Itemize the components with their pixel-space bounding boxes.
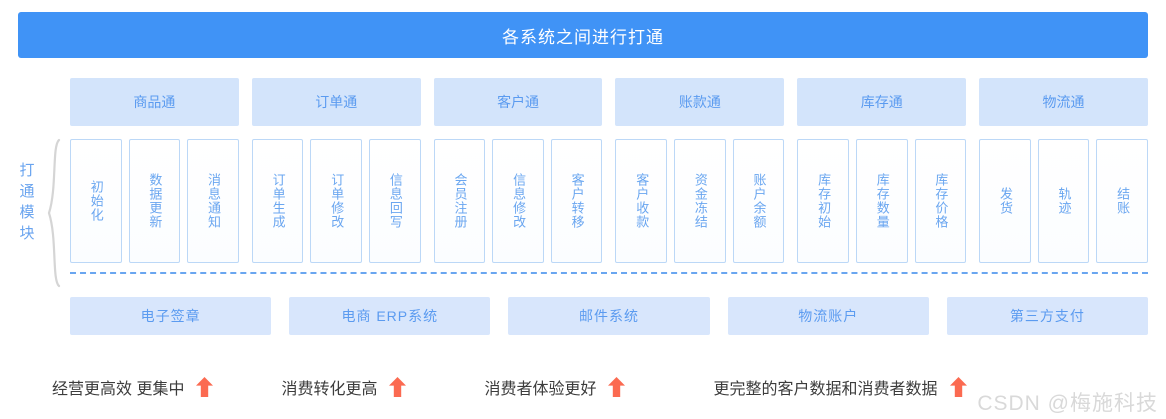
module-card-label: 账户余额	[751, 173, 767, 229]
module-card-label: 客户转移	[569, 173, 585, 229]
module-card-label: 订单生成	[270, 173, 286, 229]
group-cards: 会员注册 信息修改 客户转移	[433, 139, 603, 263]
module-card[interactable]: 库存初始	[797, 139, 849, 263]
module-card[interactable]: 发货	[979, 139, 1031, 263]
system-box-label: 邮件系统	[579, 308, 639, 324]
module-card[interactable]: 结账	[1096, 139, 1148, 263]
benefit-label: 经营更高效 更集中	[52, 381, 185, 398]
module-card[interactable]: 库存数量	[855, 139, 908, 263]
module-card-label: 信息回写	[387, 173, 403, 229]
module-card[interactable]: 客户收款	[615, 139, 668, 263]
group-zhangkuantong: 账款通 客户收款 资金冻结 账户余额	[615, 78, 785, 263]
group-header-label: 库存通	[860, 94, 903, 110]
group-cards: 发货 轨迹 结账	[979, 139, 1148, 263]
module-card[interactable]: 轨迹	[1037, 139, 1090, 263]
group-header[interactable]: 物流通	[979, 78, 1148, 126]
module-card-label: 信息修改	[511, 173, 527, 229]
dashed-divider	[70, 272, 1148, 274]
group-header-label: 客户通	[497, 94, 540, 110]
system-box-label: 第三方支付	[1009, 308, 1085, 324]
benefit-item: 消费转化更高	[281, 375, 407, 399]
curly-brace-icon	[47, 138, 61, 288]
module-card[interactable]: 初始化	[70, 139, 122, 263]
group-header-label: 账款通	[678, 94, 721, 110]
module-card[interactable]: 消息通知	[187, 139, 239, 263]
benefit-item: 经营更高效 更集中	[52, 375, 214, 399]
title-banner: 各系统之间进行打通	[18, 12, 1148, 58]
section-label-char-0: 打	[19, 162, 35, 179]
system-box[interactable]: 电子签章	[70, 297, 272, 335]
group-header[interactable]: 库存通	[797, 78, 967, 126]
group-wuliutong: 物流通 发货 轨迹 结账	[979, 78, 1148, 263]
module-card[interactable]: 账户余额	[732, 139, 785, 263]
benefit-label: 更完整的客户数据和消费者数据	[713, 381, 938, 398]
benefit-item: 更完整的客户数据和消费者数据	[713, 375, 967, 399]
systems-row: 电子签章 电商 ERP系统 邮件系统 物流账户 第三方支付	[70, 297, 1149, 335]
watermark: CSDN @梅施科技	[977, 392, 1158, 415]
group-cards: 客户收款 资金冻结 账户余额	[615, 139, 785, 263]
module-card-label: 会员注册	[452, 173, 468, 229]
benefits-row: 经营更高效 更集中 消费转化更高 消费者体验更好 更完整的客户数据和消费者数据	[52, 375, 1152, 399]
group-kucuntong: 库存通 库存初始 库存数量 库存价格	[797, 78, 967, 263]
module-card-label: 库存初始	[816, 173, 832, 229]
module-card[interactable]: 订单修改	[310, 139, 363, 263]
groups-row: 商品通 初始化 数据更新 消息通知 订单通 订单生成	[70, 78, 1148, 263]
module-card[interactable]: 客户转移	[550, 139, 603, 263]
system-box-label: 电商 ERP系统	[341, 308, 439, 324]
benefit-item: 消费者体验更好	[484, 375, 626, 399]
section-label-char-2: 模	[19, 204, 35, 221]
group-dingdantong: 订单通 订单生成 订单修改 信息回写	[251, 78, 421, 263]
benefit-label: 消费者体验更好	[484, 381, 597, 398]
module-card[interactable]: 数据更新	[128, 139, 181, 263]
arrow-up-icon	[196, 377, 214, 397]
group-shangpintong: 商品通 初始化 数据更新 消息通知	[70, 78, 239, 263]
group-header[interactable]: 商品通	[70, 78, 239, 126]
group-cards: 库存初始 库存数量 库存价格	[797, 139, 967, 263]
module-card-label: 初始化	[88, 180, 104, 222]
group-cards: 初始化 数据更新 消息通知	[70, 139, 239, 263]
section-label-char-3: 块	[19, 225, 35, 242]
arrow-up-icon	[949, 377, 967, 397]
module-card-label: 库存数量	[874, 173, 890, 229]
module-card-label: 轨迹	[1056, 187, 1072, 215]
module-card[interactable]: 订单生成	[251, 139, 304, 263]
system-box[interactable]: 物流账户	[727, 297, 929, 335]
module-card-label: 资金冻结	[692, 173, 708, 229]
module-card[interactable]: 库存价格	[914, 139, 967, 263]
module-card-label: 库存价格	[933, 173, 949, 229]
system-box-label: 电子签章	[140, 308, 201, 324]
banner-title: 各系统之间进行打通	[502, 27, 664, 47]
group-header-label: 商品通	[133, 94, 176, 110]
group-cards: 订单生成 订单修改 信息回写	[251, 139, 421, 263]
group-header[interactable]: 账款通	[615, 78, 785, 126]
system-box[interactable]: 邮件系统	[508, 297, 710, 335]
modules-area: 商品通 初始化 数据更新 消息通知 订单通 订单生成	[70, 78, 1148, 340]
group-header-label: 物流通	[1042, 94, 1085, 110]
module-card-label: 结账	[1115, 187, 1131, 215]
module-card[interactable]: 资金冻结	[674, 139, 726, 263]
section-label-tongmokuai: 打 通 模 块	[14, 160, 40, 244]
module-card-label: 消息通知	[206, 173, 222, 229]
group-header-label: 订单通	[315, 94, 358, 110]
benefit-label: 消费转化更高	[281, 381, 378, 398]
module-card[interactable]: 信息回写	[369, 139, 421, 263]
section-label-char-1: 通	[19, 183, 35, 200]
arrow-up-icon	[608, 377, 626, 397]
module-card[interactable]: 会员注册	[433, 139, 486, 263]
system-box[interactable]: 电商 ERP系统	[289, 297, 491, 335]
module-card-label: 数据更新	[147, 173, 163, 229]
module-card-label: 客户收款	[634, 173, 650, 229]
group-kehutong: 客户通 会员注册 信息修改 客户转移	[433, 78, 603, 263]
group-header[interactable]: 订单通	[251, 78, 421, 126]
module-card[interactable]: 信息修改	[492, 139, 544, 263]
module-card-label: 发货	[997, 187, 1013, 215]
group-header[interactable]: 客户通	[433, 78, 603, 126]
arrow-up-icon	[389, 377, 407, 397]
module-card-label: 订单修改	[329, 173, 345, 229]
system-box[interactable]: 第三方支付	[946, 297, 1149, 335]
system-box-label: 物流账户	[798, 308, 859, 324]
